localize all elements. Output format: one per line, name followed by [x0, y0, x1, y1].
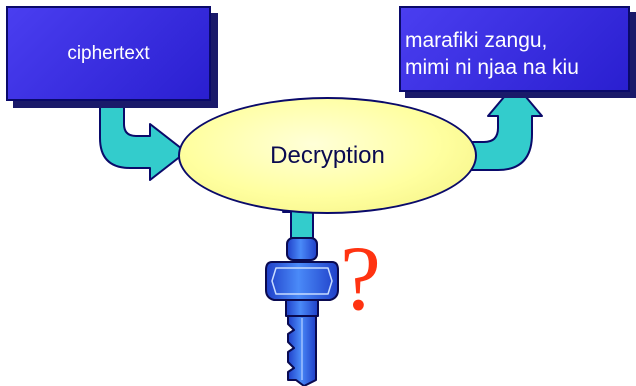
ciphertext-box: ciphertext	[6, 6, 211, 101]
decryption-process-ellipse: Decryption	[178, 97, 477, 214]
ciphertext-label: ciphertext	[67, 42, 150, 64]
output-curved-arrow-icon	[465, 83, 543, 171]
plaintext-box: marafiki zangu, mimi ni njaa na kiu	[399, 6, 630, 92]
plaintext-line-2: mimi ni njaa na kiu	[405, 56, 579, 79]
input-curved-arrow-icon	[99, 93, 187, 181]
decryption-label: Decryption	[270, 141, 385, 169]
plaintext-line-1: marafiki zangu,	[405, 29, 548, 52]
unknown-key-question-mark: ?	[340, 227, 381, 329]
key-icon	[265, 237, 339, 386]
